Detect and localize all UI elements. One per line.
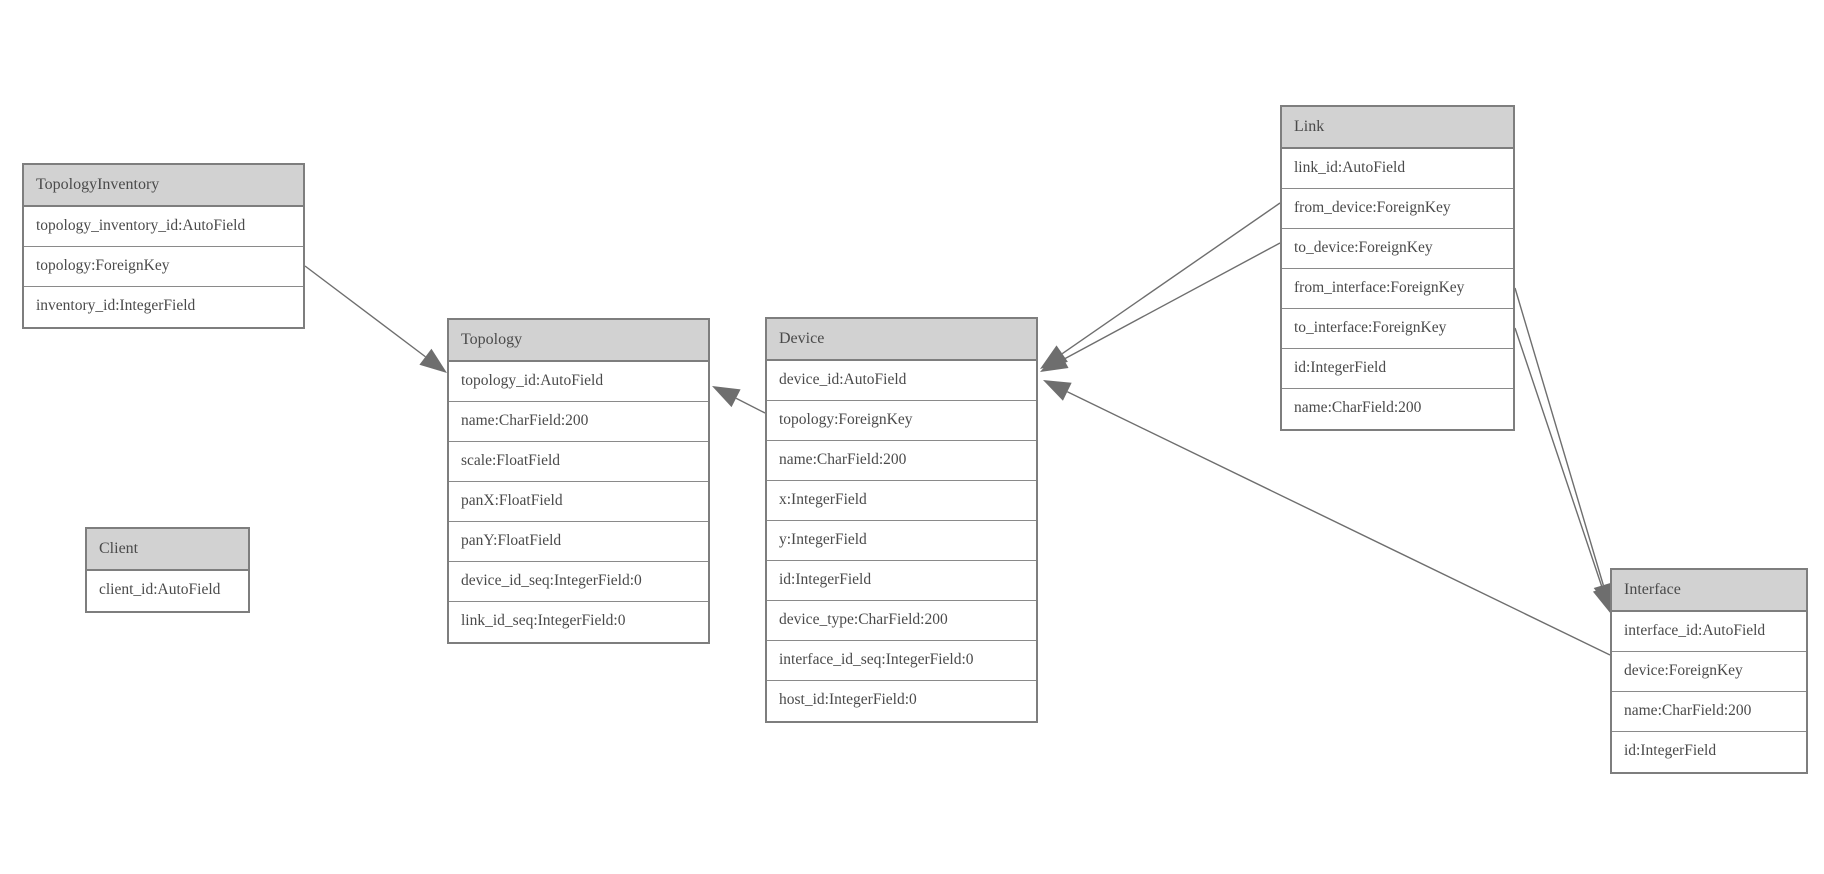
relation-line-Link.from_interface [1514,287,1604,586]
entity-title: Interface [1612,570,1806,612]
entity-field-row: name:CharField:200 [1282,389,1513,429]
entity-field-row: interface_id_seq:IntegerField:0 [767,641,1036,681]
entity-field-row: from_interface:ForeignKey [1282,269,1513,309]
entity-title: Device [767,319,1036,361]
entity-field-row: host_id:IntegerField:0 [767,681,1036,721]
entity-field-row: device_id:AutoField [767,361,1036,401]
entity-field-row: name:CharField:200 [449,402,708,442]
relation-line-TopologyInventory.topology [304,265,426,358]
entity-field-row: topology:ForeignKey [24,247,303,287]
entity-field-row: x:IntegerField [767,481,1036,521]
entity-table-topology_inventory[interactable]: TopologyInventory topology_inventory_id:… [22,163,305,329]
entity-field-row: id:IntegerField [1282,349,1513,389]
entity-field-row: id:IntegerField [1612,732,1806,772]
relation-line-Interface.device [1066,391,1611,656]
entity-field-row: topology:ForeignKey [767,401,1036,441]
relation-arrowhead-Device.device_id [1040,350,1069,372]
relation-arrowhead-Device.device_id [1040,345,1068,369]
entity-title: Topology [449,320,708,362]
relation-line-Link.from_device [1061,202,1281,355]
entity-field-row: topology_id:AutoField [449,362,708,402]
entity-field-row: to_interface:ForeignKey [1282,309,1513,349]
entity-title: Client [87,529,248,571]
entity-title: TopologyInventory [24,165,303,207]
entity-field-row: scale:FloatField [449,442,708,482]
relation-arrowhead-Topology.topology_id [712,386,741,408]
entity-field-row: id:IntegerField [767,561,1036,601]
entity-field-row: link_id_seq:IntegerField:0 [449,602,708,642]
entity-title: Link [1282,107,1513,149]
entity-field-row: from_device:ForeignKey [1282,189,1513,229]
entity-field-row: topology_inventory_id:AutoField [24,207,303,247]
relation-arrowhead-Device.device_id [1043,380,1072,401]
relation-line-Link.to_interface [1514,327,1604,589]
entity-table-client[interactable]: Client client_id:AutoField [85,527,250,613]
entity-field-row: inventory_id:IntegerField [24,287,303,327]
entity-field-row: interface_id:AutoField [1612,612,1806,652]
entity-field-row: panX:FloatField [449,482,708,522]
relation-arrowhead-Topology.topology_id [419,348,447,373]
entity-field-row: name:CharField:200 [1612,692,1806,732]
relation-line-Device.topology [735,397,766,414]
entity-field-row: name:CharField:200 [767,441,1036,481]
entity-field-row: link_id:AutoField [1282,149,1513,189]
entity-field-row: device_type:CharField:200 [767,601,1036,641]
entity-field-row: to_device:ForeignKey [1282,229,1513,269]
entity-field-row: y:IntegerField [767,521,1036,561]
entity-field-row: device_id_seq:IntegerField:0 [449,562,708,602]
entity-field-row: client_id:AutoField [87,571,248,611]
entity-field-row: panY:FloatField [449,522,708,562]
entity-field-row: device:ForeignKey [1612,652,1806,692]
relation-line-Link.to_device [1063,242,1281,360]
